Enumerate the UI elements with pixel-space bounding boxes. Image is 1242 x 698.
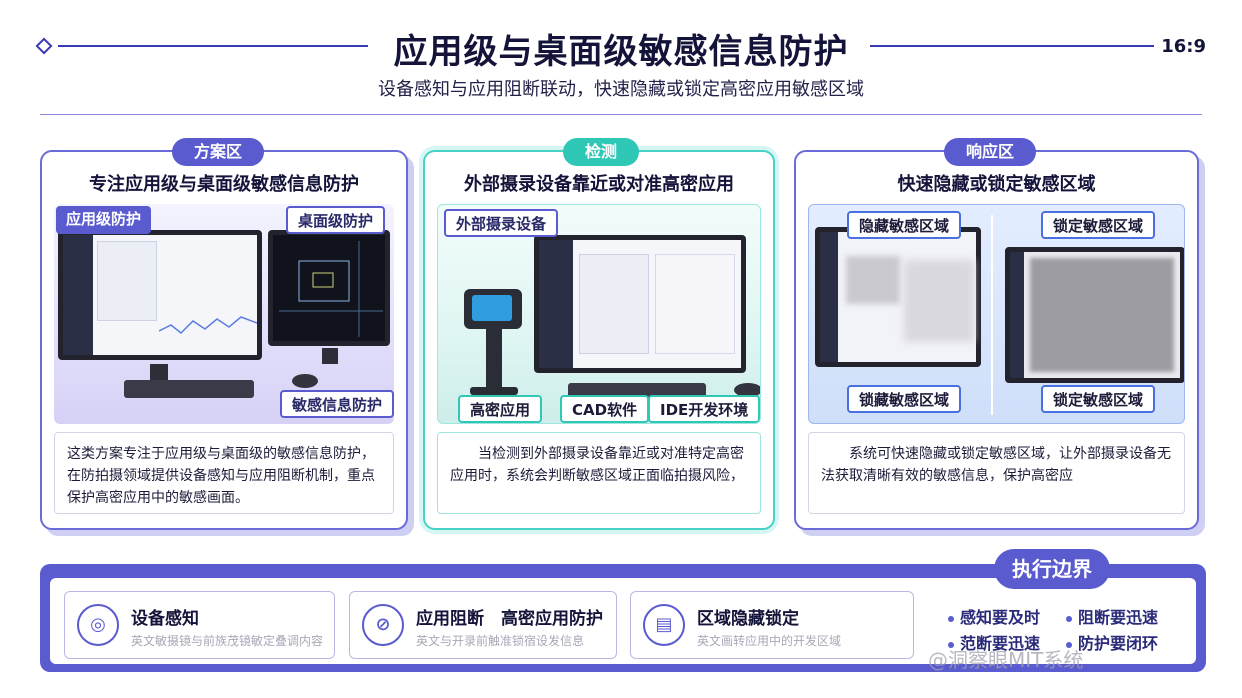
keyboard xyxy=(124,380,254,398)
cad-graphic xyxy=(279,241,383,337)
boundary-item: 阻断要迅速 xyxy=(1066,604,1158,628)
chart-graphic xyxy=(159,316,258,335)
boundary-item: 感知要及时 xyxy=(948,604,1040,628)
mouse xyxy=(292,374,318,388)
app-block-icon: ⊘ xyxy=(362,604,404,646)
card-title: 设备感知 xyxy=(131,609,199,629)
aspect-ratio-label: 16:9 xyxy=(1161,36,1206,57)
card-subtitle: 英文画转应用中的开发区域 xyxy=(697,634,842,648)
label-lock-region-bottom: 锁定敏感区域 xyxy=(1041,385,1156,413)
page-subtitle: 设备感知与应用阻断联动，快速隐藏或锁定高密应用敏感区域 xyxy=(378,79,864,100)
panel-solution: 方案区 专注应用级与桌面级敏感信息防护 应用级防护 桌面级防护 敏感信息防护 这… xyxy=(40,138,408,530)
watermark: @洞察眼MIT系统 xyxy=(928,648,1084,672)
scene-masked-screens: 隐藏敏感区域 锁定敏感区域 锁藏敏感区域 锁定敏感区域 xyxy=(808,204,1185,424)
header-separator xyxy=(40,114,1202,115)
panel-response: 响应区 快速隐藏或锁定敏感区域 隐藏敏感区域 锁定敏感区域 锁藏敏感区域 锁定敏… xyxy=(794,138,1199,530)
label-hide-region: 隐藏敏感区域 xyxy=(847,211,962,239)
target-monitor xyxy=(534,235,746,373)
app-monitor xyxy=(58,230,262,360)
header-rule-right xyxy=(870,45,1154,47)
card-title: 区域隐藏锁定 xyxy=(697,609,799,629)
camera-device-icon xyxy=(464,289,522,329)
feature-card-device-sense: ◎ 设备感知 英文敏摄镜与前族茂镜敏定叠调内容 xyxy=(64,591,335,659)
hide-monitor xyxy=(815,227,981,367)
label-cad-software: CAD软件 xyxy=(560,395,650,423)
desktop-monitor xyxy=(268,230,390,346)
panel-tag: 检测 xyxy=(563,138,640,166)
boundary-item: 防护要闭环 xyxy=(1066,630,1158,654)
page-title: 应用级与桌面级敏感信息防护 xyxy=(393,32,849,72)
card-title: 应用阻断 高密应用防护 xyxy=(416,609,603,629)
label-high-security-app: 高密应用 xyxy=(458,395,543,423)
region-lock-icon: ▤ xyxy=(643,604,685,646)
label-external-camera: 外部摄录设备 xyxy=(444,209,559,237)
label-ide-environment: IDE开发环境 xyxy=(648,395,760,423)
card-subtitle: 英文敏摄镜与前族茂镜敏定叠调内容 xyxy=(131,634,324,648)
panel-description: 当检测到外部摄录设备靠近或对准特定高密应用时，系统会判断敏感区域正面临拍摄风险， xyxy=(437,432,761,514)
header-rule-left xyxy=(58,45,368,47)
panel-heading: 专注应用级与桌面级敏感信息防护 xyxy=(89,174,359,195)
label-conceal-region: 锁藏敏感区域 xyxy=(847,385,962,413)
label-sensitive-protection: 敏感信息防护 xyxy=(280,390,394,418)
label-desktop-protection: 桌面级防护 xyxy=(286,206,386,234)
scene-camera-monitor: 外部摄录设备 高密应用 CAD软件 IDE开发环境 xyxy=(437,204,761,424)
panel-description: 这类方案专注于应用级与桌面级的敏感信息防护，在防拍摄领域提供设备感知与应用阻断机… xyxy=(54,432,394,514)
label-lock-region: 锁定敏感区域 xyxy=(1041,211,1156,239)
panel-detection: 检测 外部摄录设备靠近或对准高密应用 外部摄录设备 高密应用 CAD软件 IDE… xyxy=(423,138,775,530)
lock-monitor xyxy=(1005,247,1184,383)
boundary-tag: 执行边界 xyxy=(994,549,1110,589)
panel-heading: 外部摄录设备靠近或对准高密应用 xyxy=(464,174,734,195)
panel-tag: 响应区 xyxy=(944,138,1037,166)
scene-dual-monitors: 应用级防护 桌面级防护 敏感信息防护 xyxy=(54,204,394,424)
panel-description: 系统可快速隐藏或锁定敏感区域，让外部摄录设备无法获取清晰有效的敏感信息，保护高密… xyxy=(808,432,1185,514)
panel-tag: 方案区 xyxy=(172,138,265,166)
mouse xyxy=(734,383,760,397)
device-sense-icon: ◎ xyxy=(77,604,119,646)
card-subtitle: 英文与开录前触准锁宿设发信息 xyxy=(416,634,585,648)
boundary-item: 范断要迅速 xyxy=(948,630,1040,654)
feature-card-region-lock: ▤ 区域隐藏锁定 英文画转应用中的开发区域 xyxy=(630,591,914,659)
feature-card-app-block: ⊘ 应用阻断 高密应用防护 英文与开录前触准锁宿设发信息 xyxy=(349,591,617,659)
panel-heading: 快速隐藏或锁定敏感区域 xyxy=(897,174,1096,195)
label-app-protection: 应用级防护 xyxy=(56,206,152,234)
